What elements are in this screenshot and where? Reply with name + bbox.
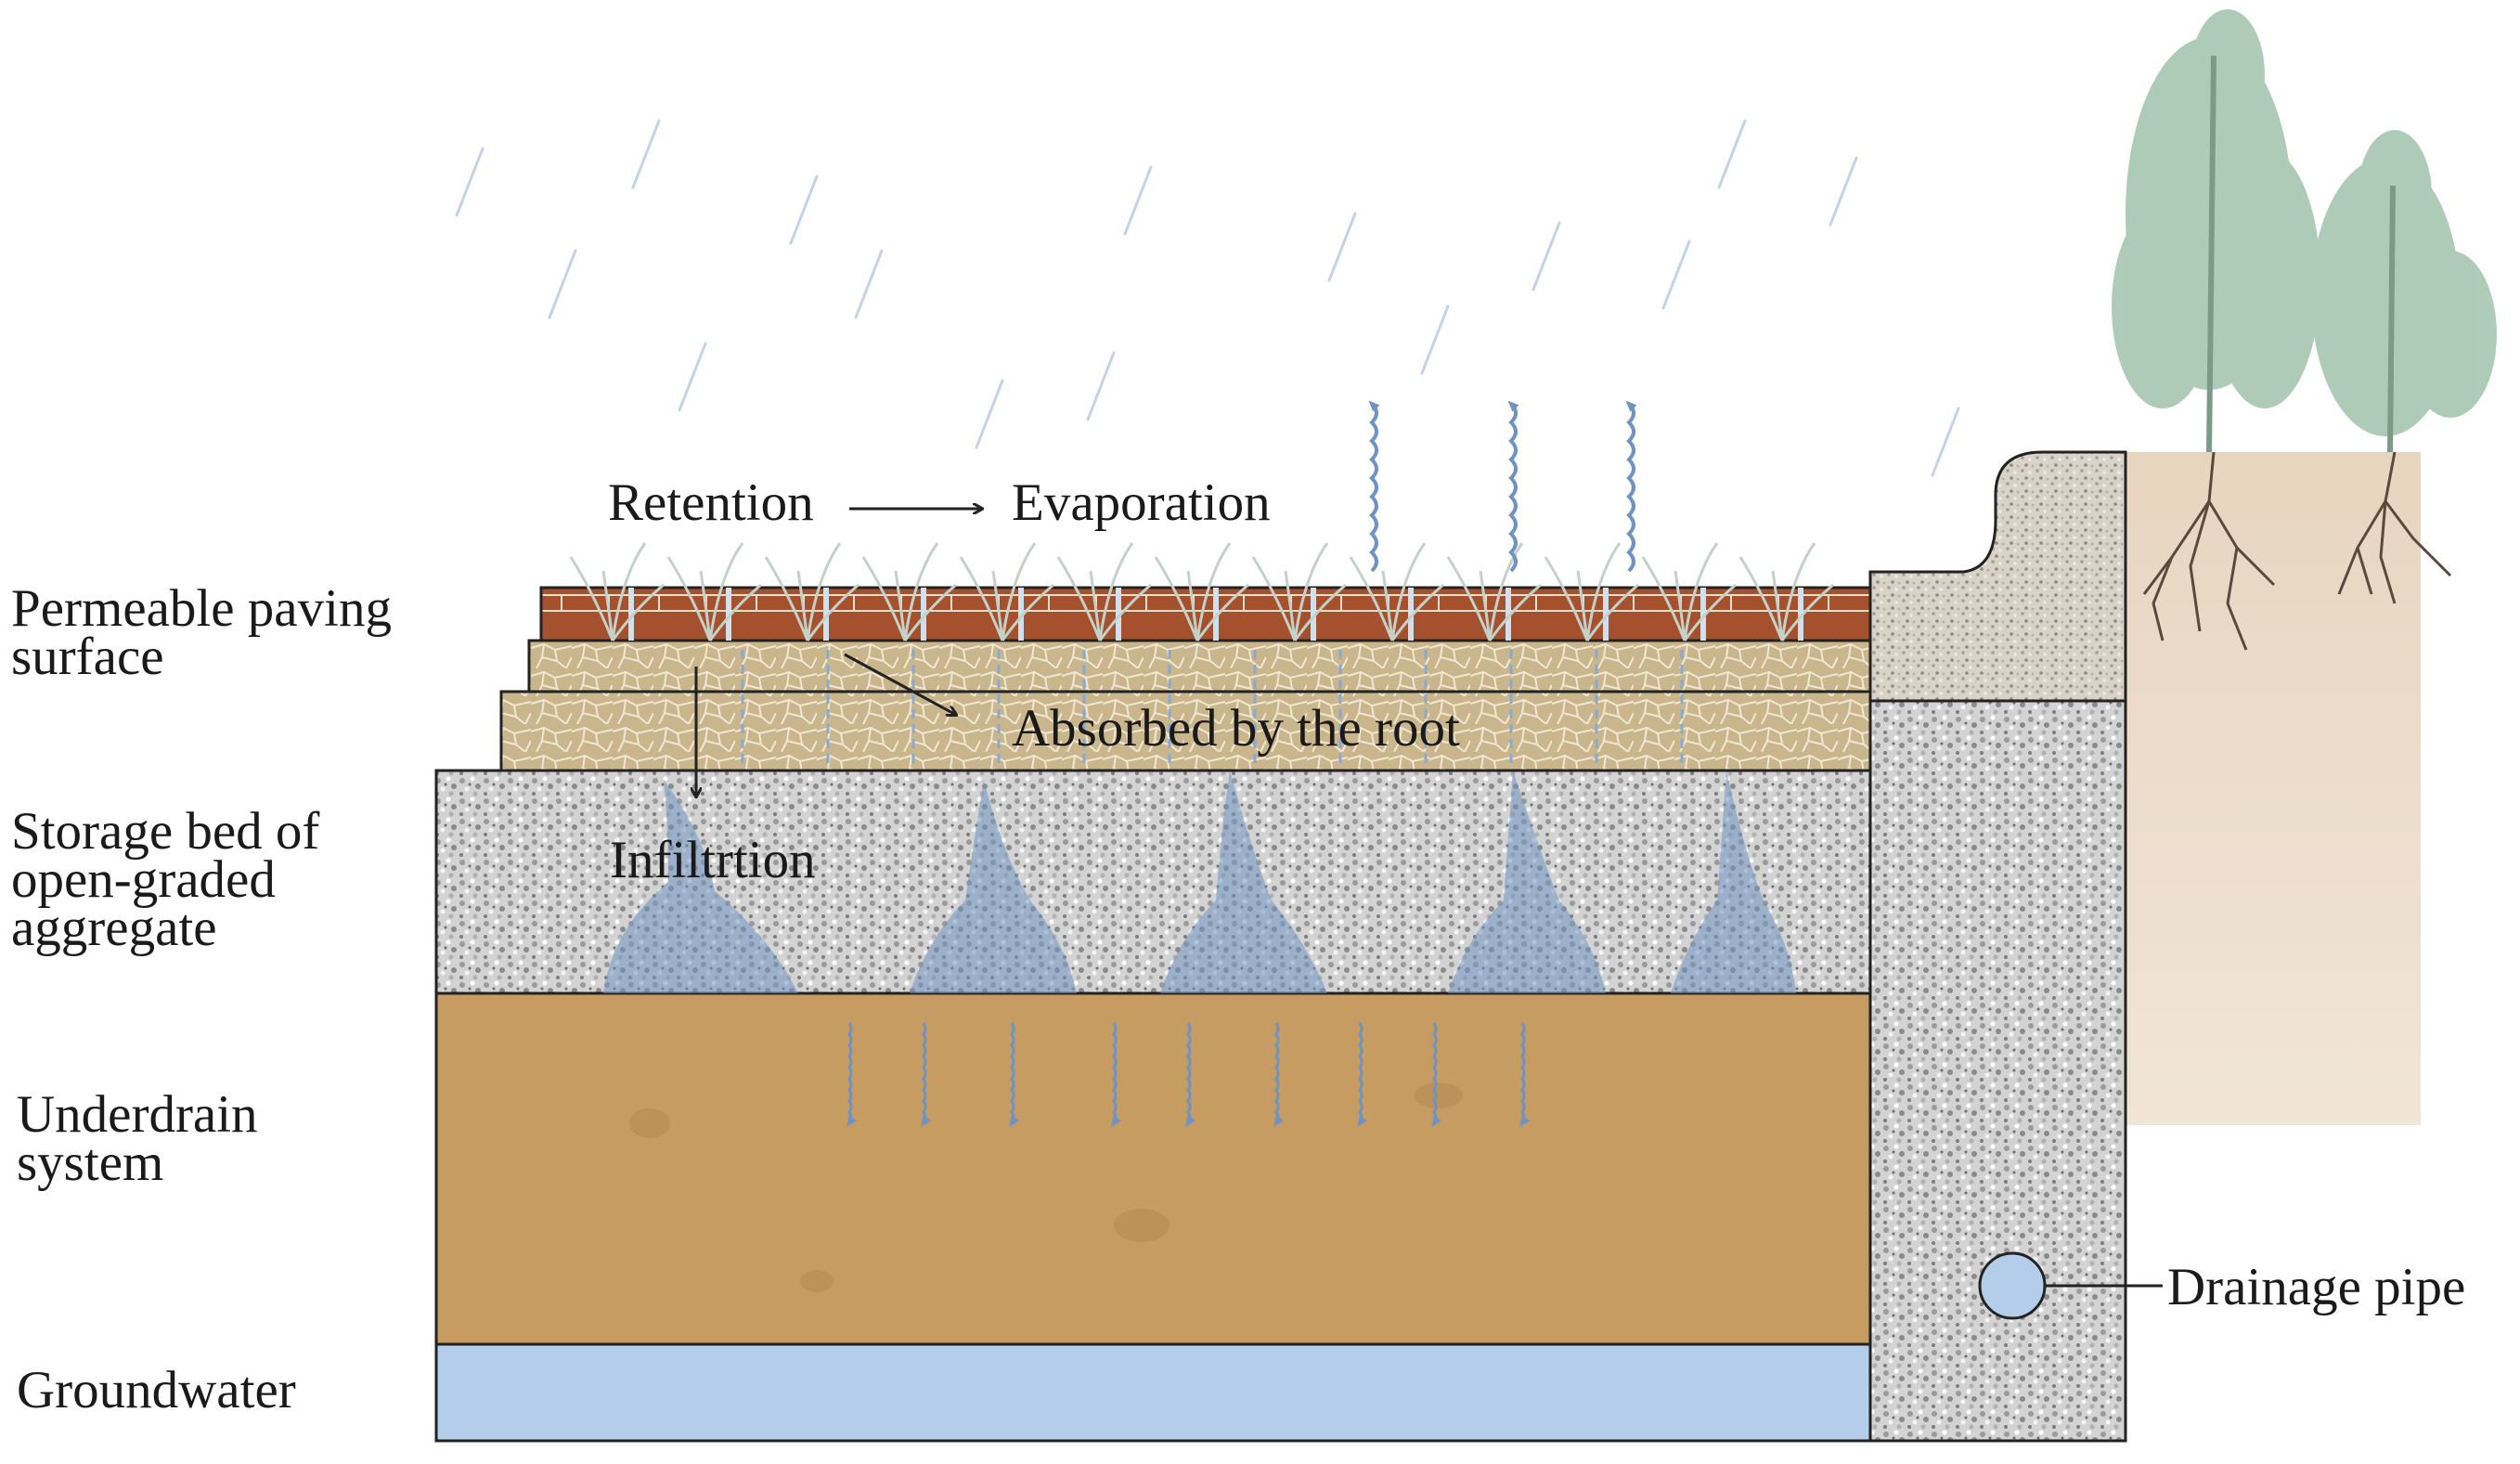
rain-streak [678, 342, 707, 412]
evaporation-arrow [1507, 400, 1519, 573]
rain-streak [631, 119, 661, 189]
grass-tufts [569, 542, 1834, 641]
rain-streak [854, 249, 884, 319]
percolation-arrows [846, 1022, 1531, 1128]
evaporation-arrow [1368, 400, 1380, 573]
natural-soil-block [2126, 452, 2421, 1125]
layer-label-line: Permeable paving [11, 579, 392, 638]
rain-streak [1123, 165, 1153, 236]
percolation-arrow [846, 1022, 858, 1128]
curb [1868, 450, 2127, 703]
layer-label-paving: Permeable paving surface [11, 579, 392, 686]
grass-tuft [959, 542, 1054, 641]
rain-streak [1717, 119, 1747, 189]
retention-label: Retention [608, 473, 814, 532]
evaporation-label: Evaporation [1012, 473, 1271, 532]
rain-streak [1931, 407, 1960, 477]
root-absorption-arrow [844, 653, 956, 715]
layer-label-groundwater: Groundwater [17, 1361, 296, 1419]
paving-joints [628, 588, 1803, 641]
gravel-channel [1868, 699, 2127, 1443]
rain-streak [789, 175, 819, 245]
bedding-upper-layer [527, 639, 1872, 693]
percolation-arrow [1357, 1022, 1368, 1128]
soil-mottling [629, 1082, 1463, 1292]
percolation-arrow [1111, 1022, 1122, 1128]
layer-label-line: open-graded [11, 850, 276, 909]
rain-streak [1086, 351, 1116, 421]
bedding-lower-layer [499, 690, 1872, 772]
layer-label-storage: Storage bed of open-graded aggregate [11, 802, 320, 957]
grass-tuft [1738, 542, 1834, 641]
tree-trunks [2206, 55, 2396, 453]
trees-icon [2112, 9, 2497, 436]
grass-tuft [1251, 542, 1347, 641]
layer-label-line: aggregate [11, 899, 217, 957]
absorbed-label: Absorbed by the root [1012, 699, 1460, 758]
rain-streak [1661, 240, 1691, 310]
grass-tuft [666, 542, 762, 641]
rain-streak [548, 249, 577, 319]
rain-streak [975, 379, 1004, 449]
bedding-seepage [741, 650, 1684, 766]
layer-label-line: system [17, 1134, 164, 1192]
grass-tuft [1349, 542, 1444, 641]
grass-tuft [1544, 542, 1639, 641]
grass-tuft [1154, 542, 1249, 641]
rain-streak [455, 147, 485, 217]
grass-tuft [764, 542, 859, 641]
water-plumes [603, 771, 1796, 993]
layer-label-line: Groundwater [17, 1361, 296, 1419]
drainage-pipe-label: Drainage pipe [2167, 1258, 2465, 1316]
percolation-arrow [1009, 1022, 1020, 1128]
percolation-arrow [921, 1022, 932, 1128]
percolation-arrow [1519, 1022, 1531, 1128]
rain-streak [1420, 304, 1450, 375]
underdrain-soil-layer [434, 991, 1872, 1346]
layer-label-line: surface [11, 628, 164, 686]
drainage-pipe-icon [1978, 1251, 2047, 1320]
grass-tuft [1641, 542, 1737, 641]
percolation-arrow [1273, 1022, 1285, 1128]
evaporation-arrow [1625, 400, 1637, 573]
grass-tuft [861, 542, 957, 641]
evaporation-arrows [1368, 400, 1637, 573]
layer-label-line: Storage bed of [11, 802, 320, 861]
rain-streak [1327, 212, 1357, 282]
layer-label-underdrain: Underdrain system [17, 1085, 258, 1192]
rain-streaks [455, 119, 1960, 477]
rain-streak [1531, 221, 1561, 292]
grass-tuft [569, 542, 665, 641]
grass-tuft [1446, 542, 1542, 641]
rain-streak [1829, 156, 1858, 227]
infiltration-label: Infiltrtion [610, 831, 816, 889]
layer-label-line: Underdrain [17, 1085, 258, 1144]
percolation-arrow [1185, 1022, 1196, 1128]
tree-roots [2142, 451, 2452, 651]
groundwater-layer [434, 1342, 1872, 1443]
grass-tuft [1056, 542, 1152, 641]
percolation-arrow [1431, 1022, 1442, 1128]
